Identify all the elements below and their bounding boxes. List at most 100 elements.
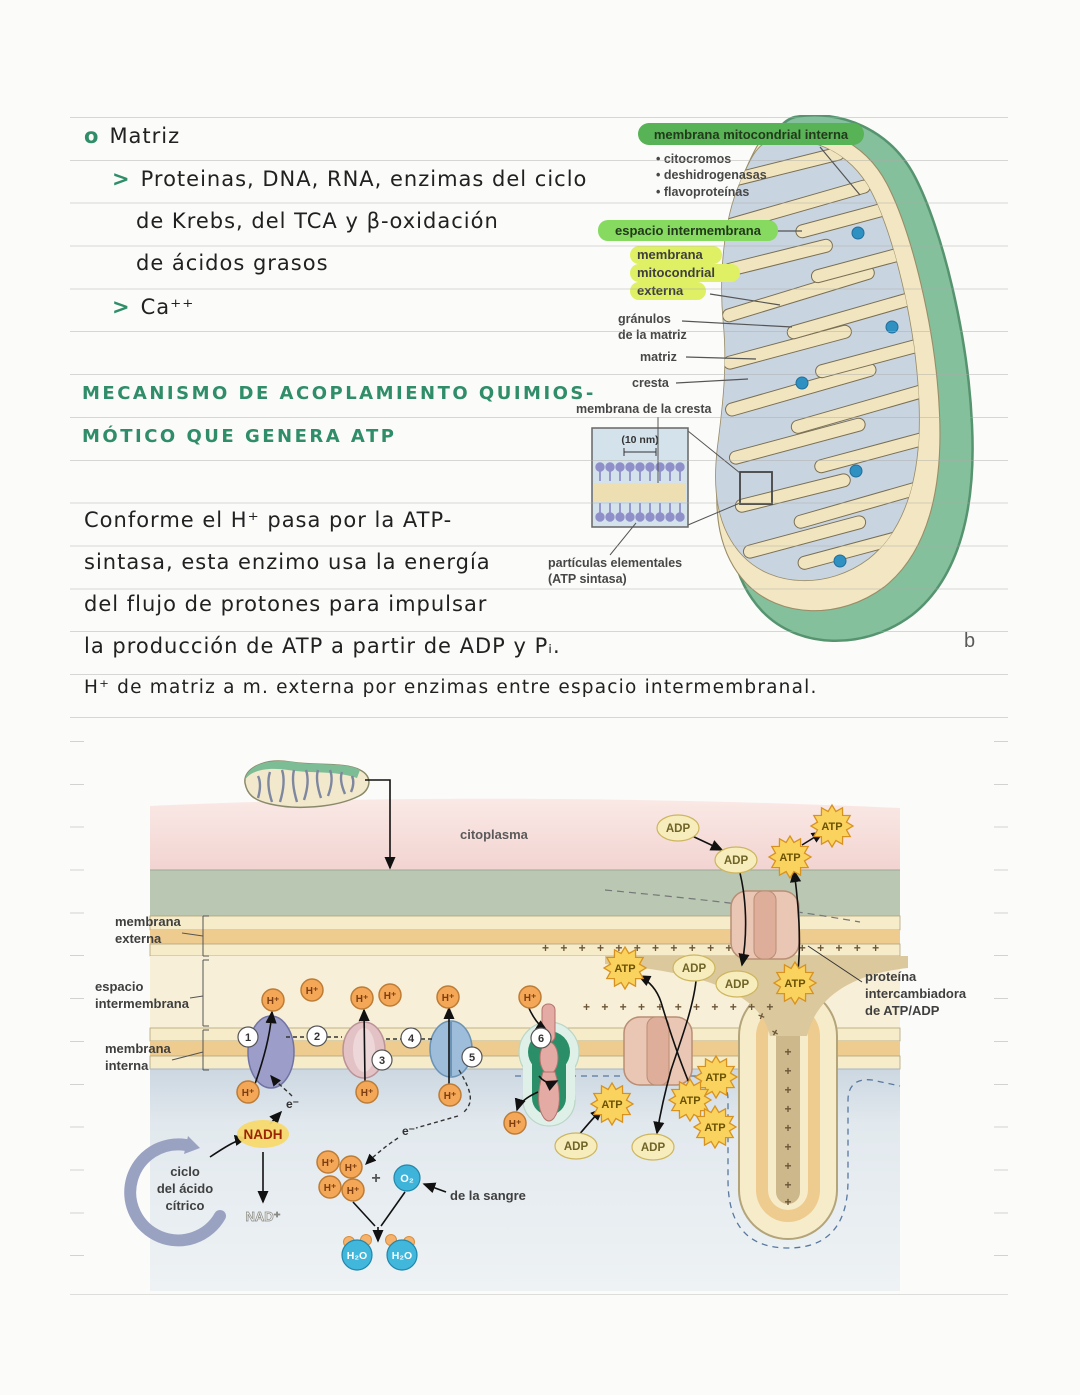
crista-membrane-label: membrana de la cresta <box>576 402 713 416</box>
intermembrane-space-label: espacio intermembrana <box>615 223 762 238</box>
intermembrane-space-label-1: espacio <box>95 979 143 994</box>
note-item1b: de Krebs, del TCA y β-oxidación <box>136 209 499 233</box>
nadh-group: NADH NAD⁺ e⁻ e⁻ <box>237 1097 415 1224</box>
mitochondrion-figure: (10 nm) <box>548 115 975 652</box>
svg-text:+: + <box>784 1045 791 1059</box>
bullet-circle: o <box>84 124 100 148</box>
note-heading-1: MECANISMO DE ACOPLAMIENTO QUIMIOS- <box>82 383 596 404</box>
electron-path <box>270 1036 471 1165</box>
svg-text:3: 3 <box>379 1055 385 1067</box>
water-molecule: H₂O H₂O <box>341 1234 418 1271</box>
svg-text:+: + <box>784 1140 791 1154</box>
svg-text:H₂O: H₂O <box>347 1250 367 1262</box>
svg-text:ADP: ADP <box>641 1142 666 1154</box>
svg-text:H⁺: H⁺ <box>345 1163 358 1174</box>
elementary-particles-label-2: (ATP sintasa) <box>548 572 627 586</box>
crista-fold <box>605 956 908 1240</box>
svg-text:+: + <box>756 1008 767 1024</box>
svg-text:ATP: ATP <box>705 1072 726 1084</box>
electron-label-2: e⁻ <box>402 1124 415 1138</box>
cycle-label-1: ciclo <box>170 1164 200 1179</box>
svg-text:H⁺: H⁺ <box>242 1088 255 1099</box>
mitochondrion-illustration <box>715 115 974 643</box>
svg-text:ATP: ATP <box>704 1122 725 1134</box>
blood-label: de la sangre <box>450 1188 526 1203</box>
cycle-label-2: del ácido <box>157 1181 213 1196</box>
svg-text:+: + <box>784 1178 791 1192</box>
crista-membrane-inset: (10 nm) <box>591 417 741 528</box>
svg-text:ADP: ADP <box>725 979 750 991</box>
nad-label: NAD⁺ <box>245 1209 280 1224</box>
atp-synthase-particles <box>595 462 685 522</box>
adp-atp-exchanger-inner <box>623 1016 693 1086</box>
svg-text:6: 6 <box>538 1033 544 1045</box>
svg-text:H⁺: H⁺ <box>324 1183 337 1194</box>
plus-sign: + <box>371 1170 380 1187</box>
svg-text:ADP: ADP <box>682 963 707 975</box>
svg-text:proteína: proteína <box>865 969 917 984</box>
svg-text:1: 1 <box>245 1032 251 1044</box>
outer-membrane-label-3: externa <box>637 283 684 298</box>
note-para-2: sintasa, esta enzimo usa la energía <box>84 550 491 574</box>
electron-label-1: e⁻ <box>286 1097 299 1111</box>
atp-molecules: ATP ATP ATP ATP ATP ATP ATP ATP <box>590 804 854 1149</box>
svg-text:H⁺: H⁺ <box>509 1119 522 1130</box>
nadh-label: NADH <box>244 1127 283 1142</box>
figure-letter: b <box>964 630 975 652</box>
matrix-label: matriz <box>640 350 677 364</box>
note-item1: >Proteinas, DNA, RNA, enzimas del ciclo <box>112 167 588 191</box>
svg-text:ATP: ATP <box>779 852 800 864</box>
component-citocromos: • citocromos <box>656 152 731 166</box>
svg-text:+: + <box>784 1121 791 1135</box>
component-flavoproteinas: • flavoproteínas <box>656 185 749 199</box>
outer-membrane-label-1: membrana <box>115 914 182 929</box>
cytoplasm-label: citoplasma <box>460 827 529 842</box>
bottom-ruled-line <box>70 1294 1008 1295</box>
svg-text:ADP: ADP <box>724 855 749 867</box>
oxygen-water-group: + O₂ de la sangre H₂O H₂O <box>341 1164 526 1271</box>
svg-text:+: + <box>784 1195 791 1209</box>
note-footnote: H⁺ de matriz a m. externa por enzimas en… <box>84 677 818 698</box>
complex-1 <box>247 1010 295 1089</box>
exchanger-label: proteína intercambiadora de ATP/ADP <box>865 969 967 1018</box>
outer-membrane-label-1: membrana <box>637 247 704 262</box>
svg-text:H⁺: H⁺ <box>384 991 397 1002</box>
arrow-bullet: > <box>112 167 131 191</box>
component-deshidrogenasas: • deshidrogenasas <box>656 168 767 182</box>
granules-label-2: de la matriz <box>618 328 687 342</box>
svg-text:intercambiadora: intercambiadora <box>865 986 967 1001</box>
step-numbers: 1 2 3 4 5 6 <box>237 1025 552 1071</box>
svg-text:H⁺: H⁺ <box>444 1091 457 1102</box>
inner-membrane-label: membrana mitocondrial interna <box>654 127 849 142</box>
note-para-4: la producción de ATP a partir de ADP y P… <box>84 634 561 658</box>
note-para-3: del flujo de protones para impulsar <box>84 592 488 616</box>
small-mitochondrion <box>244 760 396 870</box>
note-para-1: Conforme el H⁺ pasa por la ATP- <box>84 508 453 532</box>
svg-text:ATP: ATP <box>821 821 842 833</box>
charge-row-outer: + + + + + + + + + + + + + + + + + + + <box>542 941 883 955</box>
svg-text:ATP: ATP <box>784 978 805 990</box>
citric-acid-cycle: ciclo del ácido cítrico <box>124 1136 226 1247</box>
svg-text:H⁺: H⁺ <box>267 996 280 1007</box>
scale-label: (10 nm) <box>621 434 658 446</box>
exchanger-label-leader <box>807 945 863 983</box>
svg-text:2: 2 <box>314 1031 320 1043</box>
layer-labels: membrana externa espacio intermembrana m… <box>95 827 529 1073</box>
svg-text:+: + <box>784 1064 791 1078</box>
chemiosmosis-figure: + + + + + + + + + + + + + + + + + + + + … <box>95 760 967 1291</box>
svg-text:+: + <box>784 1102 791 1116</box>
outer-membrane-label-2: mitocondrial <box>637 265 715 280</box>
svg-text:H⁺: H⁺ <box>356 994 369 1005</box>
svg-text:+: + <box>784 1159 791 1173</box>
mitochondrion-labels: membrana mitocondrial interna • citocrom… <box>548 123 975 652</box>
inner-membrane-label-2: interna <box>105 1058 149 1073</box>
charge-row-inner: + + + + + + + + + + + <box>583 1000 777 1014</box>
svg-text:ADP: ADP <box>564 1141 589 1153</box>
svg-text:ATP: ATP <box>679 1095 700 1107</box>
granules-label-1: gránulos <box>618 312 671 326</box>
complex-5 <box>429 1006 473 1084</box>
cycle-label-3: cítrico <box>165 1198 204 1213</box>
arrow-bullet: > <box>112 295 131 319</box>
